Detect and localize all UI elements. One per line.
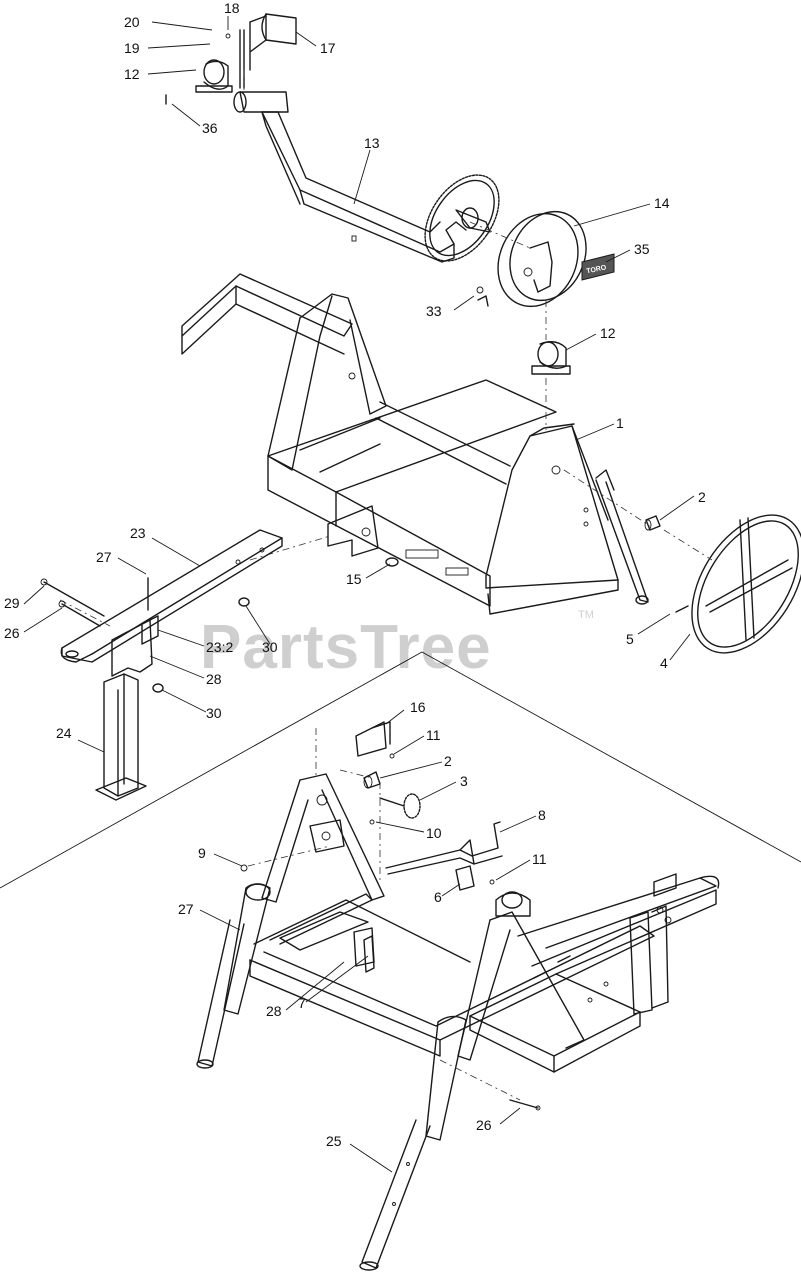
callout-8: 8 [538, 807, 546, 823]
callout-20: 20 [124, 14, 140, 30]
pin-29 [43, 581, 105, 617]
centerline [247, 845, 331, 867]
reel-hub [497, 210, 587, 308]
callout-30-bottom: 30 [206, 705, 222, 721]
callout-11-bottom: 11 [532, 851, 547, 867]
bearing-middle [531, 341, 571, 375]
callout-6: 6 [434, 889, 442, 905]
centerline [663, 529, 713, 561]
callout-9: 9 [198, 845, 206, 861]
callout-7: 7 [298, 995, 306, 1011]
clip-33 [477, 295, 489, 307]
callout-36: 36 [202, 120, 218, 136]
leader-lines [23, 16, 695, 1173]
callout-12-top: 12 [124, 66, 140, 82]
gear-3 [379, 793, 421, 819]
callout-24: 24 [56, 725, 72, 741]
spacer-2-top [644, 515, 661, 531]
pin-26 [61, 603, 101, 627]
leg-25 [359, 1015, 467, 1271]
callout-26-top: 26 [4, 625, 20, 641]
callout-2-top: 2 [698, 489, 706, 505]
callout-27-top: 27 [96, 549, 112, 565]
toro-decal: TORO [581, 253, 615, 281]
pin-5 [675, 605, 689, 613]
watermark-text: PartsTree [200, 613, 492, 682]
centerline [439, 1059, 521, 1101]
callout-26-bottom: 26 [476, 1117, 492, 1133]
callout-15: 15 [346, 571, 362, 587]
section-divider [0, 651, 801, 889]
bracket-16 [355, 721, 391, 757]
centerline [563, 469, 651, 527]
plate-7 [363, 935, 375, 973]
callout-27-bottom: 27 [178, 901, 194, 917]
callout-33: 33 [426, 303, 442, 319]
bracket-6 [455, 865, 475, 891]
centerline [249, 535, 331, 561]
callout-5: 5 [626, 631, 634, 647]
main-frame [181, 273, 649, 615]
callout-16: 16 [410, 699, 426, 715]
callout-28-top: 28 [206, 671, 222, 687]
bearing-top [195, 59, 233, 93]
nut-30-top [238, 597, 250, 607]
callout-23: 23 [130, 525, 146, 541]
callout-17: 17 [320, 40, 336, 56]
bolt-15 [385, 557, 399, 567]
callout-1: 1 [616, 415, 624, 431]
crank-arm [233, 91, 467, 263]
callout-25: 25 [326, 1133, 342, 1149]
screw-11-top [389, 753, 395, 759]
callout-14: 14 [654, 195, 670, 211]
screw-9 [240, 864, 248, 872]
frame-rear-view [196, 773, 720, 1073]
decal-23-2 [141, 615, 159, 645]
callout-4: 4 [660, 655, 668, 671]
callout-23-2: 23:2 [206, 639, 233, 655]
callout-3: 3 [460, 773, 468, 789]
callout-18: 18 [224, 0, 240, 16]
nut-30-bottom [152, 683, 164, 693]
centerline [59, 599, 111, 627]
decal-text: TORO [586, 264, 608, 275]
centerline [469, 221, 531, 249]
crank-handle-knob [249, 13, 297, 71]
callout-35: 35 [634, 241, 650, 257]
spacer-2-bottom [363, 771, 381, 789]
screw-stack [225, 29, 245, 89]
callout-10: 10 [426, 825, 442, 841]
callout-29: 29 [4, 595, 20, 611]
callout-11-top: 11 [426, 727, 441, 743]
screw-11-bottom [489, 879, 495, 885]
watermark-trademark: TM [578, 609, 594, 621]
handwheel [691, 514, 801, 654]
pin-26-bottom [509, 1099, 539, 1109]
callout-13: 13 [364, 135, 380, 151]
callout-labels: 20 18 19 17 12 36 13 14 35 33 12 1 2 23 … [4, 0, 706, 1149]
sprocket-gear [424, 174, 500, 262]
callout-19: 19 [124, 40, 140, 56]
callout-12-middle: 12 [600, 325, 616, 341]
tongue-arm [60, 529, 283, 663]
screw-10 [369, 819, 375, 825]
jack-stand [95, 619, 153, 801]
callout-28-bottom: 28 [266, 1003, 282, 1019]
callout-2-bottom: 2 [444, 753, 452, 769]
callout-30-top: 30 [262, 639, 278, 655]
centerline [339, 769, 373, 779]
shift-lever [385, 821, 503, 875]
